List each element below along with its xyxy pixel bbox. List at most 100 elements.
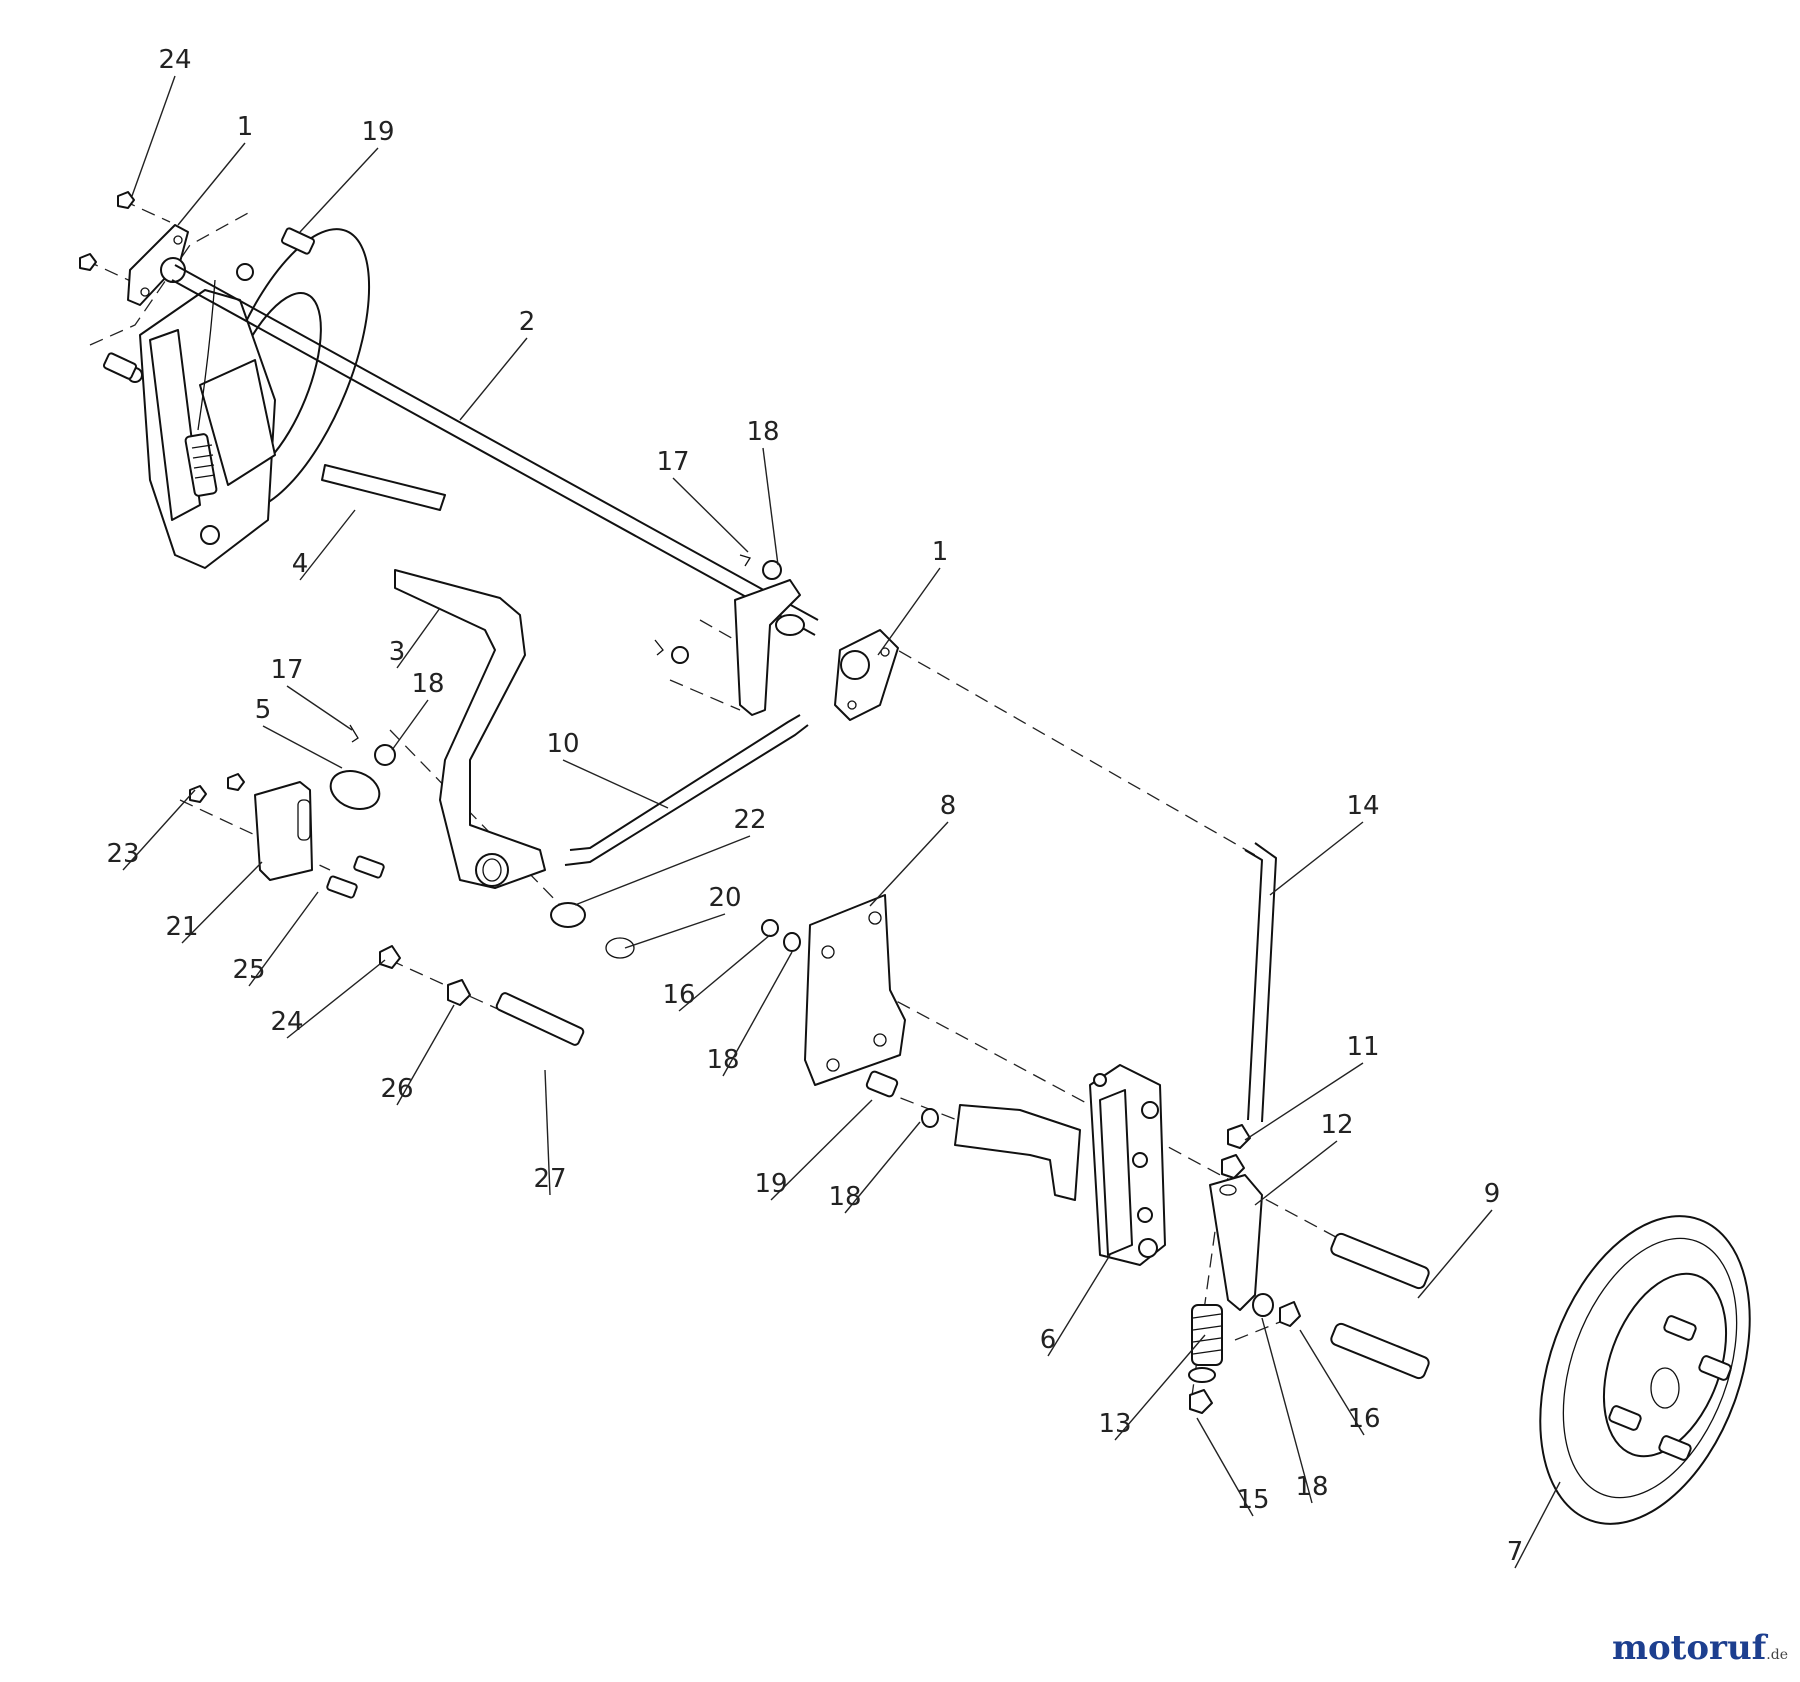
callout-18: 18 — [1261, 1317, 1329, 1504]
callout-number: 9 — [1484, 1179, 1501, 1209]
callout-number: 11 — [1346, 1032, 1379, 1062]
callout-number: 18 — [1295, 1472, 1328, 1502]
callout-number: 18 — [706, 1045, 739, 1075]
callout-11: 11 — [1244, 1032, 1380, 1141]
callout-leader-line — [562, 759, 669, 809]
callout-leader-line — [574, 835, 751, 906]
callout-leader-line — [1514, 1481, 1561, 1569]
callout-1: 1 — [877, 537, 949, 656]
callout-number: 16 — [662, 980, 695, 1010]
watermark-logo: motoruf.de — [1612, 1628, 1788, 1668]
callout-leader-line — [299, 147, 379, 233]
callout-17: 17 — [656, 447, 749, 553]
vertical-rod — [1244, 842, 1277, 1123]
callout-number: 27 — [533, 1164, 566, 1194]
callout-25: 25 — [232, 891, 319, 987]
lever-12 — [1209, 1174, 1263, 1311]
callout-leader-line — [1254, 1140, 1338, 1206]
callout-leader-line — [1417, 1209, 1493, 1299]
callout-number: 7 — [1507, 1537, 1524, 1567]
callout-leader-line — [248, 891, 319, 987]
callout-leader-line — [678, 934, 771, 1012]
callout-leader-line — [181, 861, 263, 944]
callout-18: 18 — [706, 951, 793, 1077]
callout-leader-line — [624, 913, 726, 949]
callout-leader-line — [459, 337, 528, 421]
callout-number: 10 — [546, 729, 579, 759]
callout-24: 24 — [131, 45, 192, 197]
callout-16: 16 — [1299, 1329, 1381, 1436]
callout-leader-line — [396, 1004, 455, 1106]
callout-leader-line — [1114, 1334, 1206, 1441]
callout-leader-line — [1261, 1317, 1313, 1504]
callout-number: 18 — [411, 669, 444, 699]
upper-lever — [734, 579, 805, 716]
callout-number: 1 — [237, 112, 254, 142]
pedal-arm — [321, 464, 546, 889]
callout-number: 2 — [519, 307, 536, 337]
callout-20: 20 — [624, 883, 742, 949]
callout-number: 19 — [361, 117, 394, 147]
callout-leader-line — [131, 75, 176, 197]
callout-number: 24 — [270, 1007, 303, 1037]
callout-number: 15 — [1236, 1485, 1269, 1515]
callout-19: 19 — [299, 117, 395, 233]
callout-7: 7 — [1507, 1481, 1561, 1569]
right-flange-bracket — [834, 629, 899, 721]
callout-number: 18 — [828, 1182, 861, 1212]
pins-9 — [1330, 1232, 1430, 1380]
callout-3: 3 — [389, 607, 441, 669]
callout-leader-line — [396, 607, 441, 669]
callout-leader-line — [299, 509, 356, 581]
callout-number: 8 — [940, 791, 957, 821]
callout-number: 1 — [932, 537, 949, 567]
callout-leader-line — [262, 725, 343, 769]
callout-leader-line — [122, 789, 196, 871]
callout-leader-line — [544, 1069, 551, 1196]
callout-1: 1 — [177, 112, 254, 226]
callout-number: 14 — [1346, 791, 1379, 821]
lower-bracket-arm — [865, 1070, 1081, 1201]
callout-17: 17 — [270, 655, 353, 731]
callout-number: 22 — [733, 805, 766, 835]
callout-number: 5 — [255, 695, 272, 725]
callout-12: 12 — [1254, 1110, 1354, 1206]
pedal-hardware — [329, 554, 782, 959]
callout-number: 25 — [232, 955, 265, 985]
callout-18: 18 — [746, 417, 780, 566]
callout-18: 18 — [391, 669, 445, 751]
callout-leader-line — [1196, 1417, 1254, 1517]
callout-number: 24 — [158, 45, 191, 75]
callout-4: 4 — [292, 509, 356, 581]
callout-24: 24 — [270, 959, 386, 1039]
callout-9: 9 — [1417, 1179, 1501, 1299]
upper-brake-assembly — [127, 228, 371, 569]
callout-leader-line — [286, 959, 386, 1039]
callout-5: 5 — [255, 695, 343, 769]
callout-8: 8 — [869, 791, 957, 907]
callout-leader-line — [1047, 1254, 1111, 1357]
callout-number: 20 — [708, 883, 741, 913]
callout-leader-line — [762, 447, 779, 566]
callout-leader-line — [844, 1121, 921, 1214]
callout-leader-line — [391, 699, 429, 751]
callout-number: 4 — [292, 549, 309, 579]
callout-number: 17 — [656, 447, 689, 477]
spring-stack — [1188, 1293, 1301, 1414]
callout-number: 18 — [746, 417, 779, 447]
upper-flange-bracket — [79, 191, 315, 380]
lower-caliper — [1089, 1064, 1166, 1266]
callout-leader-line — [1269, 821, 1364, 896]
callout-19: 19 — [754, 1099, 873, 1201]
callout-10: 10 — [546, 729, 669, 809]
callout-14: 14 — [1269, 791, 1380, 896]
callout-leader-line — [286, 685, 353, 731]
callout-2: 2 — [459, 307, 536, 421]
callout-number: 23 — [106, 839, 139, 869]
callout-13: 13 — [1098, 1334, 1206, 1441]
callout-26: 26 — [380, 1004, 455, 1106]
link-rod — [564, 714, 809, 866]
